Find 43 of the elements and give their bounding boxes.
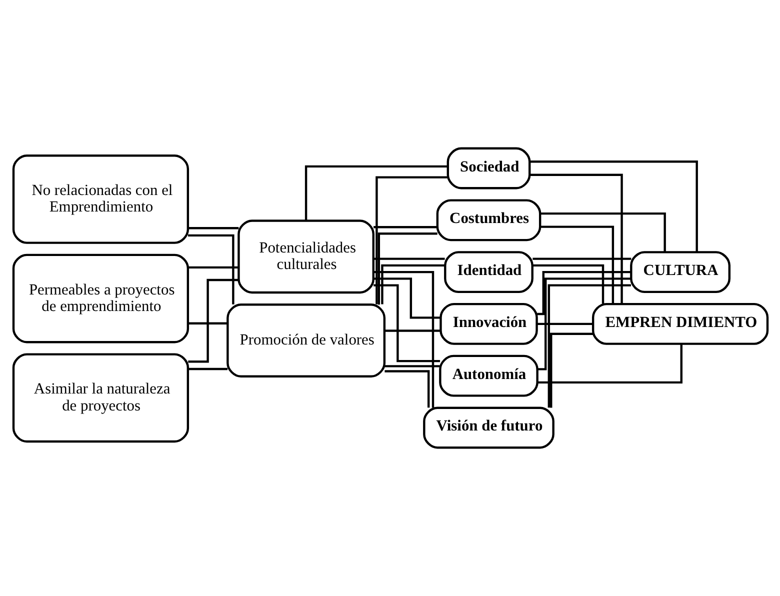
connector xyxy=(384,370,430,408)
node-box: Costumbres xyxy=(436,199,541,242)
connector xyxy=(536,344,682,384)
node-box: CULTURA xyxy=(630,251,730,294)
connector xyxy=(380,264,445,304)
node-box: Potencialidades culturales xyxy=(237,220,374,294)
connector xyxy=(373,258,444,260)
node-box: No relacionadas con el Emprendimiento xyxy=(12,154,189,244)
node-box: Asimilar la naturaleza de proyectos xyxy=(12,353,189,443)
connector xyxy=(304,165,448,220)
connector xyxy=(188,322,228,324)
connector xyxy=(550,332,593,408)
connector xyxy=(377,232,437,305)
connector xyxy=(532,264,604,304)
node-box: Visión de futuro xyxy=(422,406,554,449)
connector xyxy=(537,278,630,370)
connector xyxy=(384,330,440,332)
connector xyxy=(373,270,434,408)
connector xyxy=(532,258,631,260)
connector xyxy=(188,368,228,370)
node-box: EMPREN DIMIENTO xyxy=(591,302,768,345)
node-box: Identidad xyxy=(444,251,533,294)
node-box: Autonomía xyxy=(438,354,538,397)
connector xyxy=(536,270,630,316)
node-box: Sociedad xyxy=(446,147,530,190)
connector xyxy=(188,278,238,363)
connector xyxy=(529,160,698,252)
connector xyxy=(540,212,666,252)
node-box: Permeables a proyectos de emprendimiento xyxy=(12,254,189,344)
node-box: Innovación xyxy=(439,302,538,345)
connector xyxy=(547,284,630,408)
connector xyxy=(188,266,238,269)
connector xyxy=(375,176,448,304)
connector xyxy=(540,226,614,304)
connector xyxy=(373,278,440,319)
connector xyxy=(536,322,592,326)
connector xyxy=(188,226,238,230)
connector xyxy=(187,234,234,304)
connector xyxy=(384,365,440,368)
connector xyxy=(373,226,437,228)
connector xyxy=(529,174,622,304)
connector xyxy=(373,284,440,362)
node-box: Promoción de valores xyxy=(226,304,386,378)
